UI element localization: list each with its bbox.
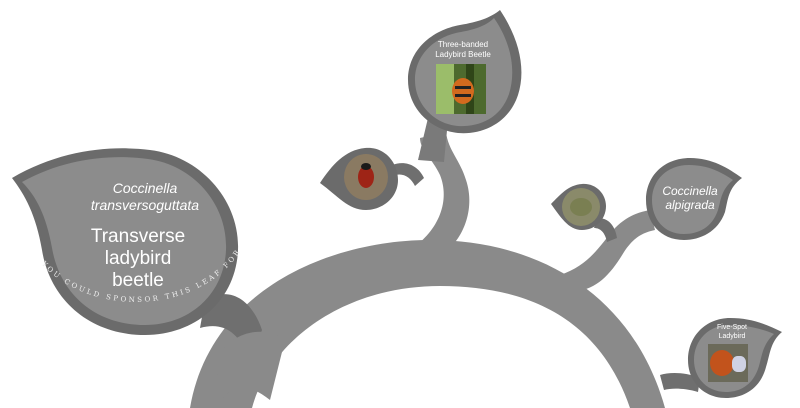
five-spot-common-name: Five-Spot Ladybird	[717, 324, 747, 340]
branch-to-three-banded	[418, 118, 448, 162]
branch-to-photo-leaf-2	[594, 218, 617, 242]
branch-to-five-spot	[660, 373, 700, 392]
alpigrada-scientific-name: Coccinella alpigrada	[662, 184, 718, 212]
ladybird-photo-2	[562, 188, 600, 226]
tree-trunk-arc	[190, 240, 665, 408]
branch-right	[560, 210, 655, 292]
three-banded-photo	[436, 64, 486, 114]
three-banded-common-name: Three-banded Ladybird Beetle	[435, 40, 491, 59]
branch-to-photo-leaf-1	[392, 163, 424, 186]
trunk-left-bulge	[215, 331, 285, 400]
branch-upper	[410, 132, 470, 252]
main-leaf-scientific-name: Coccinella transversoguttata	[90, 180, 200, 213]
ladybird-photo-1	[344, 154, 388, 200]
leaf-alpigrada[interactable]	[646, 158, 742, 240]
main-leaf-common-name: Transverse ladybird beetle	[90, 226, 186, 291]
five-spot-photo	[708, 344, 748, 382]
